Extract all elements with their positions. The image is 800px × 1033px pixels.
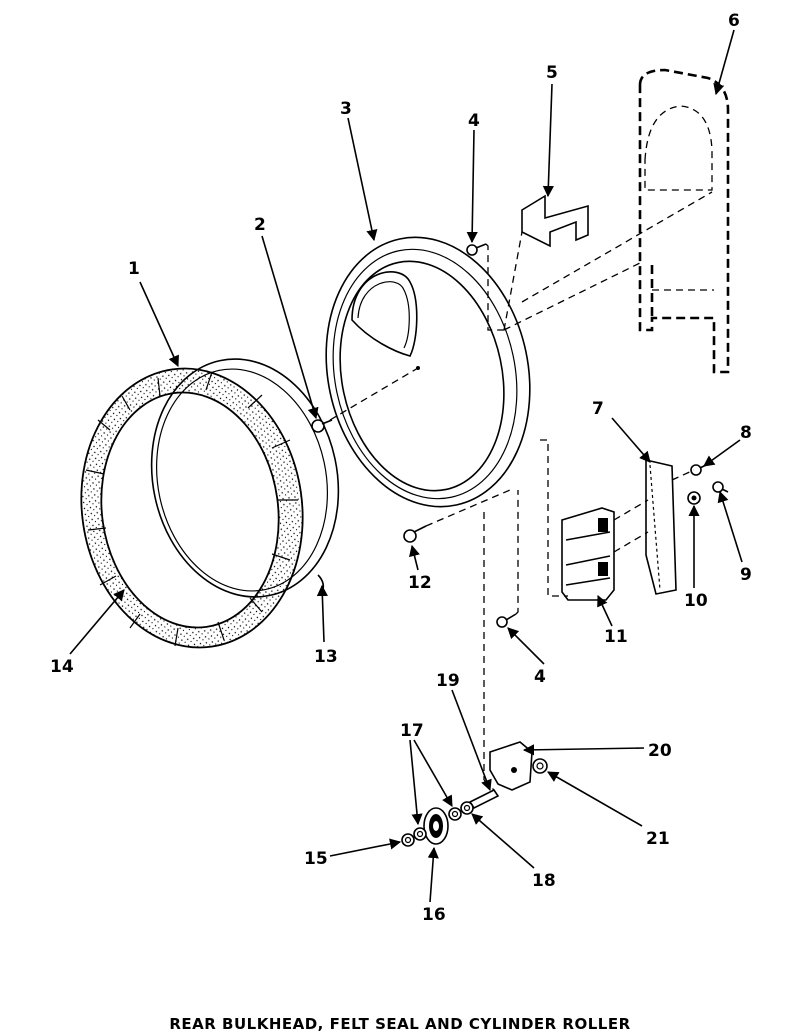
roller-bracket-20: [489, 741, 533, 791]
callout-3: 3: [340, 99, 352, 119]
callout-6: 6: [728, 11, 740, 31]
callout-4-lower: 4: [534, 667, 546, 687]
diagram-caption: REAR BULKHEAD, FELT SEAL AND CYLINDER RO…: [169, 1015, 631, 1033]
screw-2: [311, 419, 333, 433]
callout-7: 7: [592, 399, 604, 419]
callout-18: 18: [532, 871, 556, 891]
callout-11: 11: [604, 627, 628, 647]
callout-21: 21: [646, 829, 670, 849]
felt-seal-ring: [80, 367, 304, 649]
callout-2: 2: [254, 215, 266, 235]
callout-13: 13: [314, 647, 338, 667]
callout-17: 17: [400, 721, 424, 741]
support-plate: [645, 458, 677, 595]
roller-16: [423, 807, 449, 845]
callout-4-upper: 4: [468, 111, 480, 131]
shaft-19: [468, 788, 500, 810]
washer-17-upper: [448, 807, 462, 821]
callout-5: 5: [546, 63, 558, 83]
mounting-bracket: [521, 194, 589, 248]
callout-16: 16: [422, 905, 446, 925]
callout-12: 12: [408, 573, 432, 593]
washer-18: [460, 801, 474, 815]
screw-9: [712, 481, 729, 493]
roller-bracket: [561, 507, 615, 601]
rear-bulkhead: [325, 236, 531, 508]
callout-8: 8: [740, 423, 752, 443]
callout-19: 19: [436, 671, 460, 691]
callout-15: 15: [304, 849, 328, 869]
screw-4-lower: [496, 613, 517, 628]
washer-21: [532, 758, 548, 774]
callout-9: 9: [740, 565, 752, 585]
exhaust-duct-panel: [638, 68, 730, 374]
screw-12: [403, 525, 427, 543]
callout-1: 1: [128, 259, 140, 279]
washer-10: [687, 491, 701, 505]
callout-20: 20: [648, 741, 672, 761]
leader-lines: [69, 29, 743, 903]
callout-10: 10: [684, 591, 708, 611]
callout-14: 14: [50, 657, 74, 677]
washer-15: [401, 833, 415, 847]
screw-4-upper: [466, 243, 487, 256]
washer-17-lower: [413, 827, 427, 841]
